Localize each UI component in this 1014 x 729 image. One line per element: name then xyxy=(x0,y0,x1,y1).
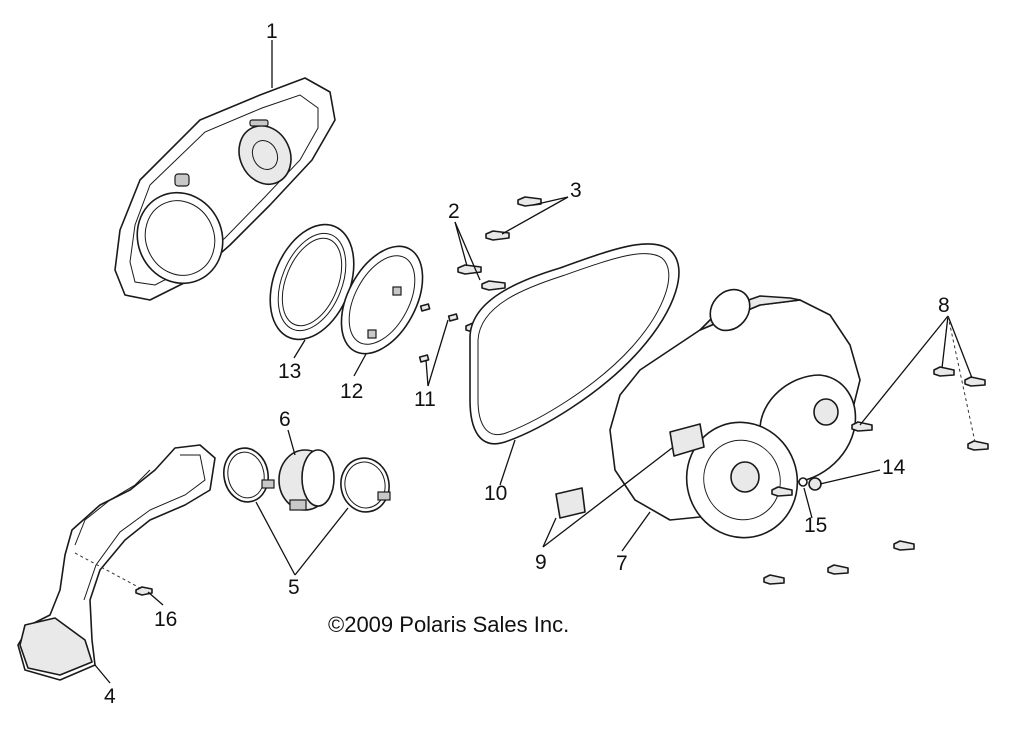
nut-and-washer xyxy=(798,477,822,491)
drive-belt xyxy=(469,243,680,445)
callout-2: 2 xyxy=(448,200,460,223)
callout-9: 9 xyxy=(535,551,547,574)
intake-plate xyxy=(340,245,424,355)
screw-16 xyxy=(135,586,153,596)
callout-11: 11 xyxy=(414,388,436,411)
callout-15: 15 xyxy=(804,514,827,537)
callout-1: 1 xyxy=(266,20,278,43)
bolts-8 xyxy=(763,366,989,585)
callout-10: 10 xyxy=(484,482,507,505)
screws-2-3 xyxy=(457,196,542,333)
callout-16: 16 xyxy=(154,608,177,631)
callout-numbers: 1 2 3 13 12 11 10 6 5 9 7 8 14 15 16 4 xyxy=(104,20,950,708)
copyright-notice: ©2009 Polaris Sales Inc. xyxy=(328,612,569,637)
screw-11a xyxy=(418,303,459,363)
duct-coupler xyxy=(278,449,335,511)
outer-clutch-cover xyxy=(609,288,861,539)
callout-4: 4 xyxy=(104,685,116,708)
callout-3: 3 xyxy=(570,179,582,202)
inner-clutch-cover xyxy=(114,77,336,301)
callout-8: 8 xyxy=(938,294,950,317)
callout-13: 13 xyxy=(278,360,301,383)
hose-clamps xyxy=(223,447,391,513)
decal-labels xyxy=(555,423,705,519)
callout-5: 5 xyxy=(288,576,300,599)
callout-14: 14 xyxy=(882,456,906,479)
intake-duct xyxy=(17,444,216,681)
callout-6: 6 xyxy=(279,408,291,431)
leader-lines xyxy=(74,40,976,684)
callout-7: 7 xyxy=(616,552,628,575)
seal-ring xyxy=(269,223,355,341)
callout-12: 12 xyxy=(340,380,363,403)
